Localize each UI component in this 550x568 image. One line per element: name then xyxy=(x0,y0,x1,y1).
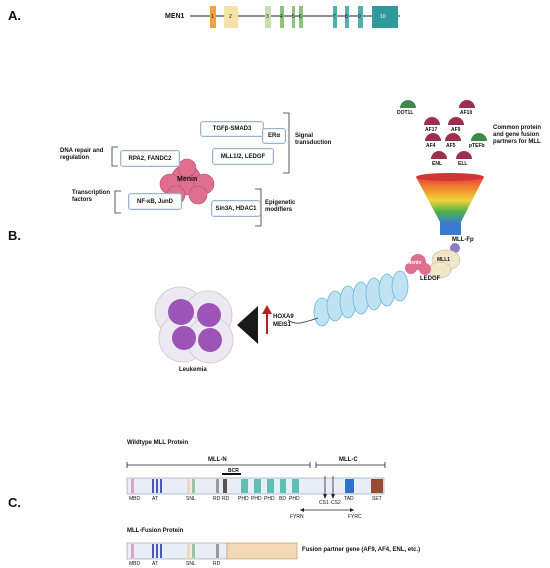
af9-dome xyxy=(448,117,464,125)
ptefb-label: pTEFb xyxy=(469,143,485,149)
af4-label: AF4 xyxy=(426,143,436,149)
menin-small-shape xyxy=(405,254,431,275)
ptefb-dome xyxy=(471,133,487,141)
exon-5 xyxy=(292,6,295,28)
chromatin-coil xyxy=(313,270,409,327)
fusion-domain-at: AT xyxy=(152,561,159,567)
nfkb-jund-box: NF-κB, JunD xyxy=(128,193,182,210)
domain-phd-4: PHD xyxy=(289,496,300,502)
exon-7-label: 7 xyxy=(333,14,336,20)
fusion-bar xyxy=(126,542,228,560)
domain-cs2: CS2 xyxy=(331,500,341,506)
af4-dome xyxy=(425,133,441,141)
black-triangle xyxy=(237,306,258,344)
menin-label: Menin xyxy=(177,176,198,183)
af17-label: AF17 xyxy=(425,127,438,133)
enl-label: ENL xyxy=(432,161,442,167)
domain-phd-1: PHD xyxy=(238,496,249,502)
fyrn-label: FYRN xyxy=(290,514,304,520)
exon-8 xyxy=(345,6,349,28)
domain-tad: TAD xyxy=(344,496,354,502)
domain-phd-2: PHD xyxy=(251,496,262,502)
fusion-partner-label: Fusion partner gene (AF9, AF4, ENL, etc.… xyxy=(302,547,421,553)
rpa2-fandc2-box: RPA2, FANDC2 xyxy=(120,150,180,167)
exon-6-label: 6 xyxy=(299,14,302,20)
era-box: ERα xyxy=(262,128,286,144)
ledgf-label: LEDGF xyxy=(420,276,441,282)
fyrc-label: FYRC xyxy=(348,514,362,520)
epigenetic-modifiers-label: Epigenetic modifiers xyxy=(265,200,296,213)
af10-label: AF10 xyxy=(460,110,473,116)
menin-small-label: Menin xyxy=(407,260,422,266)
wildtype-title: Wildtype MLL Protein xyxy=(127,440,189,446)
fusion-domain-mbd: MBD xyxy=(129,561,141,567)
af9-label: AF9 xyxy=(451,127,461,133)
fusion-protein-title: MLL-Fusion Protein xyxy=(127,528,184,534)
domain-set: SET xyxy=(372,496,382,502)
af5-label: AF5 xyxy=(446,143,456,149)
bcr-label: BCR xyxy=(228,468,239,474)
fusion-partners-caption: Common protein and gene fusion partners … xyxy=(493,125,541,145)
panel-c-label: C. xyxy=(8,495,21,510)
exon-10 xyxy=(372,6,398,28)
dot1l-label: DOT1L xyxy=(397,110,414,116)
exon-1-label: 1 xyxy=(211,14,214,20)
hoxa9-label: HOXA9 xyxy=(273,314,294,320)
domain-snl: SNL xyxy=(186,496,196,502)
men1-gene-label: MEN1 xyxy=(165,13,185,20)
fusion-domain-snl: SNL xyxy=(186,561,196,567)
exon-6 xyxy=(299,6,303,28)
exon-3-label: 3 xyxy=(266,14,269,20)
fusion-domain-rd: RD xyxy=(213,561,221,567)
exon-5-label: 5 xyxy=(292,14,295,20)
ell-dome xyxy=(456,151,472,159)
mll-fp-label: MLL-Fp xyxy=(452,237,474,243)
exon-2-label: 2 xyxy=(229,14,232,20)
domain-rd-1: RD xyxy=(213,496,221,502)
transcription-factors-label: Transcription factors xyxy=(72,190,111,203)
domain-cs1: CS1 xyxy=(319,500,329,506)
dna-repair-label: DNA repair and regulation xyxy=(60,148,104,161)
exon-9-label: 9 xyxy=(358,14,361,20)
exon-3 xyxy=(265,6,271,28)
fusion-partner-segment xyxy=(226,542,298,560)
af17-dome xyxy=(424,117,440,125)
domain-bd: BD xyxy=(279,496,286,502)
domain-mbd: MBD xyxy=(129,496,141,502)
enl-dome xyxy=(431,151,447,159)
exon-10-label: 10 xyxy=(380,14,386,20)
domain-phd-3: PHD xyxy=(264,496,275,502)
dot1l-dome xyxy=(400,100,416,108)
exon-7 xyxy=(333,6,337,28)
af5-dome xyxy=(445,133,461,141)
ell-label: ELL xyxy=(458,161,468,167)
domain-rd-2: RD xyxy=(222,496,230,502)
leukemia-label: Leukemia xyxy=(179,367,207,373)
af10-dome xyxy=(459,100,475,108)
exon-1 xyxy=(210,6,216,28)
mll1-label: MLL1 xyxy=(437,257,451,263)
exon-4 xyxy=(280,6,284,28)
signal-transduction-label: Signal transduction xyxy=(295,133,332,146)
exon-9 xyxy=(358,6,363,28)
mll-fp-circle xyxy=(450,243,460,253)
meis1-label: MEIS1 xyxy=(273,322,292,328)
leukemia-cells xyxy=(154,286,234,364)
mll-n-label: MLL-N xyxy=(208,457,227,463)
mll-c-label: MLL-C xyxy=(339,457,358,463)
panel-b-label: B. xyxy=(8,228,21,243)
funnel xyxy=(416,177,484,235)
exon-8-label: 8 xyxy=(345,14,348,20)
partner-domes xyxy=(400,100,487,159)
mll-ledgf-box: MLL1/2, LEDGF xyxy=(212,148,274,165)
exon-2 xyxy=(224,6,238,28)
exon-4-label: 4 xyxy=(280,14,283,20)
panel-a-label: A. xyxy=(8,8,21,23)
sin3a-hdac1-box: Sin3A, HDAC1 xyxy=(211,200,261,217)
domain-at: AT xyxy=(152,496,159,502)
